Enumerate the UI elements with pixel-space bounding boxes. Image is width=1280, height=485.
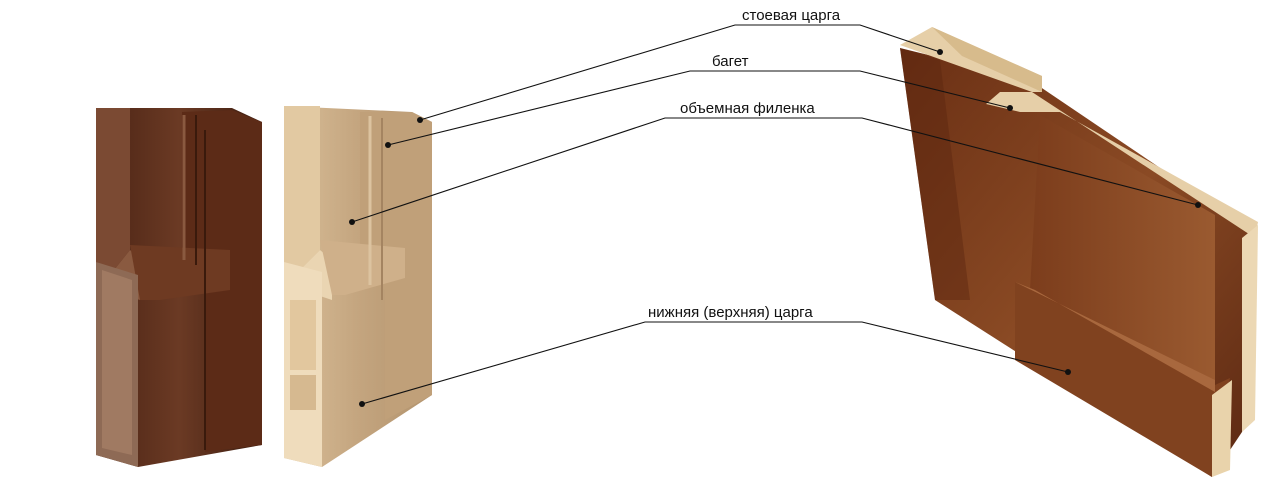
dark-door-sample [96,108,262,467]
label-moulding: багет [712,53,749,70]
leader-rail [359,321,1071,407]
label-rail: нижняя (верхняя) царга [648,304,813,321]
leader-raised-panel [349,117,1201,225]
label-stile: стоевая царга [742,7,841,24]
label-raised-panel: объемная филенка [680,100,815,117]
walnut-door-section [900,27,1258,477]
light-door-sample [284,106,432,467]
leader-stile [417,24,943,123]
leader-moulding [385,70,1013,148]
